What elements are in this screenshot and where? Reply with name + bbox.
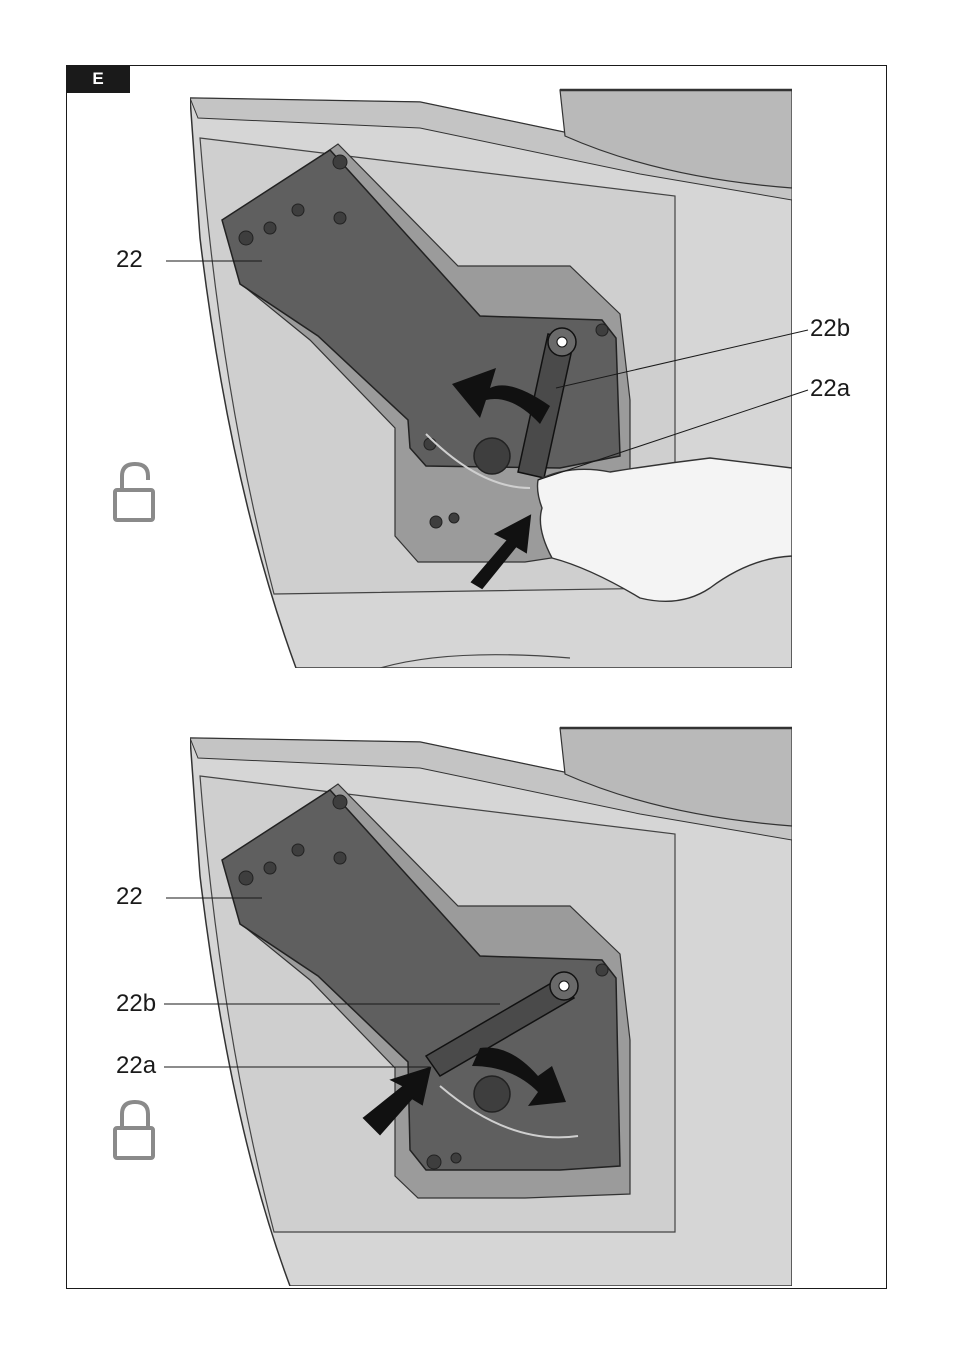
callout-latch-top: 22a bbox=[810, 377, 850, 401]
locked-padlock-icon bbox=[112, 1098, 158, 1162]
appliance-illustration-unlocked bbox=[190, 88, 792, 668]
unlocked-padlock-icon bbox=[112, 460, 158, 524]
callout-lever-top: 22b bbox=[810, 317, 850, 341]
appliance-illustration-locked bbox=[190, 726, 792, 1286]
callout-latch-bottom: 22a bbox=[116, 1054, 156, 1078]
callout-cover-bottom: 22 bbox=[116, 885, 143, 909]
figure-tag: E bbox=[66, 65, 130, 93]
illustration-unlocked bbox=[190, 88, 792, 668]
callout-cover-top: 22 bbox=[116, 248, 143, 272]
lock-knob bbox=[474, 1076, 510, 1112]
lock-knob bbox=[474, 438, 510, 474]
callout-lever-bottom: 22b bbox=[116, 992, 156, 1016]
illustration-locked bbox=[190, 726, 792, 1286]
